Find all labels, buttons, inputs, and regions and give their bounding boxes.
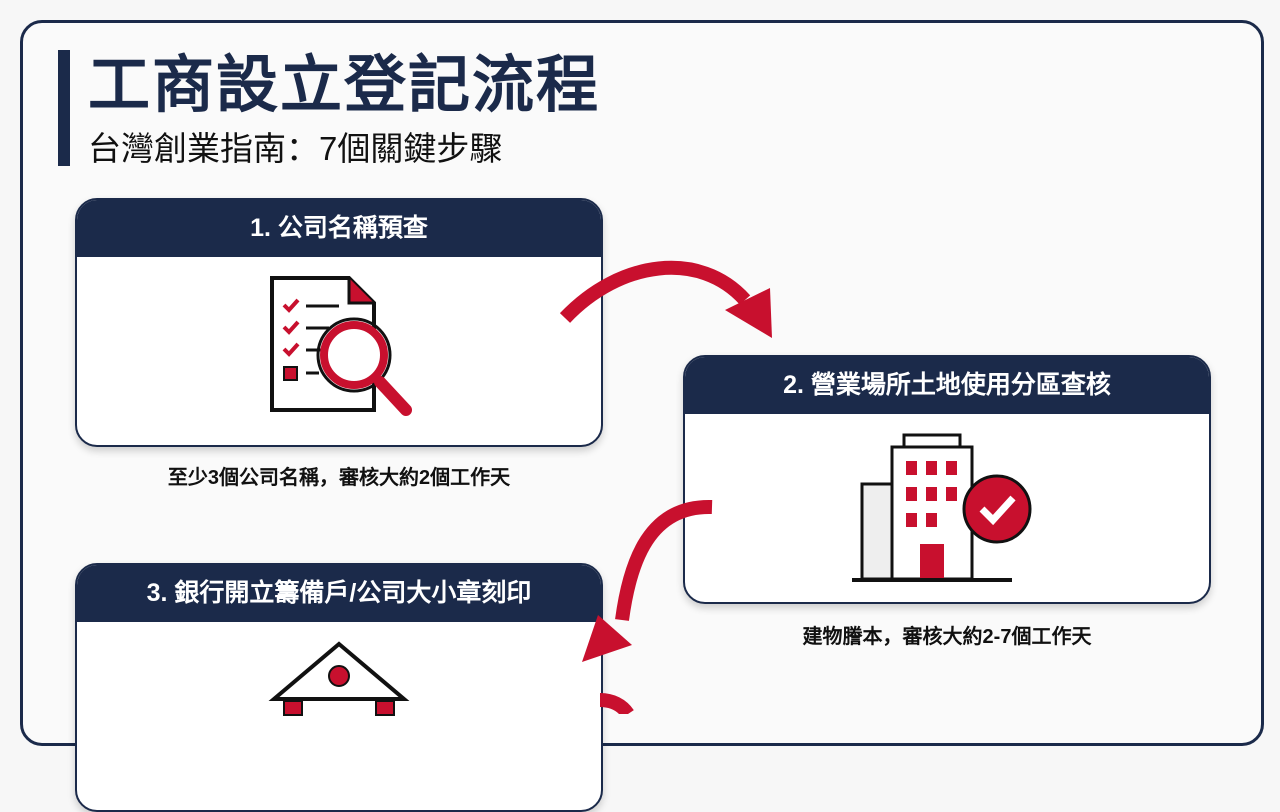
- arrow-step2-to-step3: [582, 499, 713, 662]
- bank-icon: [77, 641, 601, 721]
- flow-arrows: [559, 260, 772, 714]
- title-accent-bar: [58, 50, 70, 166]
- arrow-step1-to-step2: [559, 260, 772, 338]
- page-title: 工商設立登記流程: [88, 51, 601, 120]
- step-title: 1. 公司名稱預查: [77, 200, 601, 257]
- building-check-icon: [685, 429, 1209, 584]
- step-card-2: 2. 營業場所土地使用分區查核: [683, 355, 1211, 604]
- step-caption-1: 至少3個公司名稱，審核大約2個工作天: [167, 467, 511, 489]
- page-subtitle: 台灣創業指南：7個關鍵步驟: [88, 130, 503, 167]
- step-title: 3. 銀行開立籌備戶/公司大小章刻印: [77, 565, 601, 622]
- document-search-icon: [77, 270, 601, 420]
- step-card-1: 1. 公司名稱預查: [75, 198, 603, 447]
- arrow-step3-partial: [599, 693, 634, 714]
- step-caption-2: 建物謄本，審核大約2-7個工作天: [802, 626, 1092, 648]
- step-title: 2. 營業場所土地使用分區查核: [685, 357, 1209, 414]
